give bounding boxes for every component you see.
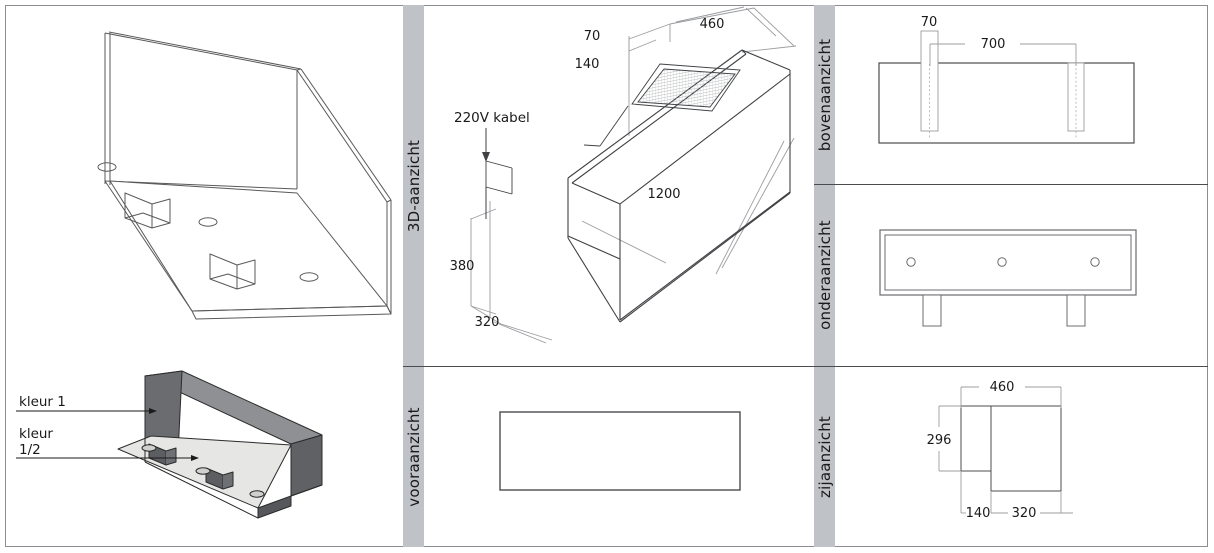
dim-140-iso: 140 bbox=[575, 57, 600, 72]
dim-296-side: 296 bbox=[927, 433, 952, 448]
panel-iso-dimensioned: 220V kabel 70 140 460 1200 380 320 bbox=[424, 6, 814, 366]
dim-320-side: 320 bbox=[1012, 506, 1037, 521]
band-right-bottom-cell: zijaanzicht bbox=[814, 366, 835, 547]
band-right: bovenaanzicht onderaanzicht zijaanzicht bbox=[814, 5, 835, 547]
band-right-middle-cell: onderaanzicht bbox=[814, 184, 835, 366]
panel-top-view: 70 700 bbox=[835, 6, 1208, 184]
sheet-frame bbox=[5, 5, 1208, 547]
divider-left-horizontal bbox=[403, 366, 814, 367]
dim-70-iso: 70 bbox=[584, 29, 601, 44]
panel-front-view bbox=[424, 367, 814, 547]
dim-460-side: 460 bbox=[990, 380, 1015, 395]
dim-1200-iso: 1200 bbox=[647, 187, 680, 202]
callout-kleur1-label: kleur 1 bbox=[19, 394, 66, 410]
dim-380-iso: 380 bbox=[450, 259, 475, 274]
cable-arrow-head bbox=[482, 152, 490, 162]
top-view-outline bbox=[878, 62, 1135, 144]
leg-right bbox=[1066, 294, 1086, 327]
panel-side-view: 460 296 140 320 bbox=[835, 367, 1208, 547]
dim-700-top: 700 bbox=[981, 37, 1006, 52]
hole-3 bbox=[1090, 257, 1100, 267]
band-label-3d-aanzicht: 3D-aanzicht bbox=[404, 139, 423, 232]
front-view-outline bbox=[499, 411, 741, 491]
band-label-zijaanzicht: zijaanzicht bbox=[815, 415, 834, 498]
label-220v-kabel: 220V kabel bbox=[454, 110, 530, 126]
divider-right-horizontal-bottom bbox=[795, 366, 1208, 367]
bottom-view-inner bbox=[884, 234, 1132, 291]
hole-2 bbox=[997, 257, 1007, 267]
band-label-onderaanzicht: onderaanzicht bbox=[815, 220, 834, 330]
dim-70-top: 70 bbox=[921, 15, 938, 30]
panel-iso-main bbox=[6, 6, 403, 366]
dim-140-side: 140 bbox=[966, 506, 991, 521]
band-left-bottom-cell: vooraanzicht bbox=[403, 366, 424, 547]
panel-color-legend: kleur 1 kleur 1/2 bbox=[6, 366, 403, 547]
band-left-top-cell: 3D-aanzicht bbox=[403, 5, 424, 366]
band-label-bovenaanzicht: bovenaanzicht bbox=[815, 38, 834, 151]
hole-1 bbox=[906, 257, 916, 267]
panel-bottom-view bbox=[835, 185, 1208, 366]
dim-320-iso: 320 bbox=[475, 315, 500, 330]
divider-right-horizontal-top bbox=[814, 184, 1208, 185]
dim-460-iso: 460 bbox=[700, 17, 725, 32]
callout-kleur12-line2: 1/2 bbox=[19, 442, 41, 458]
leg-left bbox=[922, 294, 942, 327]
side-view-body bbox=[990, 405, 1062, 492]
side-view-upper-flange bbox=[960, 405, 992, 472]
callout-kleur12-line1: kleur bbox=[19, 426, 53, 442]
band-left: 3D-aanzicht vooraanzicht bbox=[403, 5, 424, 547]
band-right-top-cell: bovenaanzicht bbox=[814, 5, 835, 184]
band-label-vooraanzicht: vooraanzicht bbox=[404, 406, 423, 507]
